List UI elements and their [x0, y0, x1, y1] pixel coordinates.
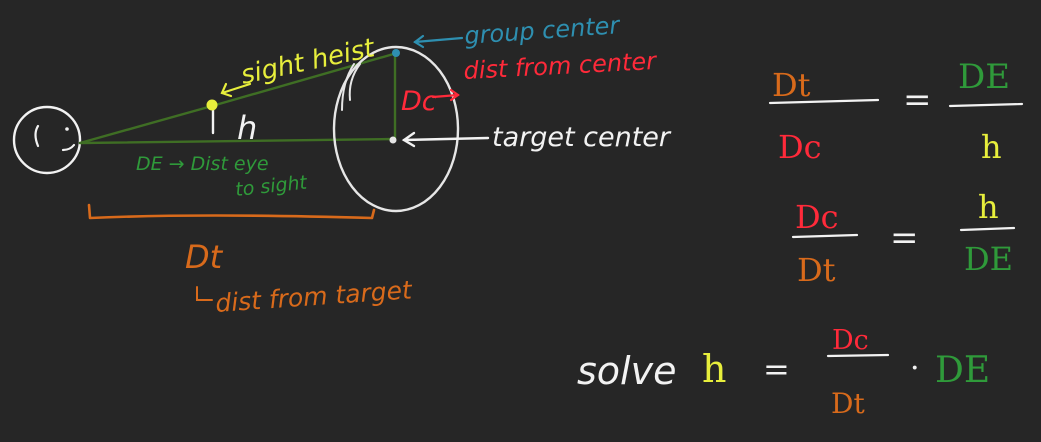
- h-label: h: [237, 109, 257, 147]
- dist-from-center-arrow: [431, 88, 460, 102]
- sight-height-arrow: [220, 82, 252, 98]
- sight-point: [206, 99, 218, 111]
- eq1-equals: =: [903, 80, 932, 120]
- de-dist-eye-label: DE → Dist eye: [136, 153, 269, 175]
- eq1-right-denominator: h: [981, 128, 1002, 166]
- solve-numerator: Dc: [832, 325, 869, 356]
- solve-equals: =: [763, 350, 790, 388]
- eq2-right-numerator: h: [978, 188, 999, 226]
- target-icon: [332, 45, 460, 213]
- eq1-right-numerator: DE: [958, 57, 1010, 97]
- dt-label: Dt: [185, 238, 224, 276]
- eye-icon: [12, 105, 82, 175]
- solve-word: solve: [577, 349, 676, 393]
- sight-height-label: sight heist: [238, 33, 378, 91]
- equation-2: Dc Dt = h DE: [791, 188, 1016, 289]
- target-center-arrow: [401, 131, 490, 148]
- solve-denominator: Dt: [831, 387, 865, 420]
- solve-h: h: [702, 347, 726, 391]
- dist-from-center-label: dist from center: [463, 47, 659, 85]
- eq1-left-denominator: Dc: [778, 128, 822, 166]
- dist-from-target-arrow: [196, 286, 213, 301]
- group-center-label: group center: [463, 11, 622, 50]
- solve-equation: solve h = Dc Dt · DE: [577, 325, 990, 420]
- distance-bracket: [87, 203, 376, 220]
- dc-label: Dc: [401, 86, 437, 117]
- group-center-point: [392, 49, 400, 57]
- to-sight-label: to sight: [234, 171, 309, 201]
- dist-from-target-label: dist from target: [214, 275, 413, 318]
- eq2-left-numerator: Dc: [795, 198, 839, 236]
- group-center-arrow: [413, 34, 464, 49]
- target-center-label: target center: [492, 122, 672, 153]
- eq1-left-numerator: Dt: [772, 66, 811, 104]
- eq2-left-denominator: Dt: [797, 251, 836, 289]
- eq2-equals: =: [890, 218, 919, 258]
- equation-1: Dt Dc = DE h: [768, 57, 1024, 166]
- eq2-right-denominator: DE: [964, 240, 1013, 278]
- solve-dot: ·: [910, 351, 920, 386]
- solve-de: DE: [935, 350, 990, 391]
- target-center-point: [389, 136, 397, 144]
